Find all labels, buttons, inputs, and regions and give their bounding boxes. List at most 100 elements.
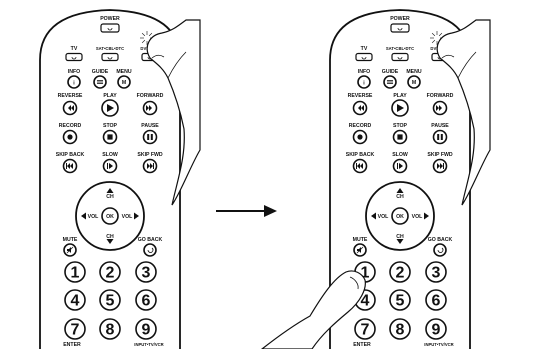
power-button[interactable] <box>390 23 410 33</box>
play-label: PLAY <box>103 93 117 99</box>
ch-up-label: CH <box>106 194 114 200</box>
digit-8-button[interactable]: 8 <box>99 318 121 340</box>
forward-button[interactable] <box>142 100 158 116</box>
tv-label: TV <box>361 46 368 52</box>
pause-button[interactable] <box>432 129 448 145</box>
reverse-button[interactable] <box>62 100 78 116</box>
play-label: PLAY <box>393 93 407 99</box>
digit-2-label: 2 <box>106 265 115 282</box>
menu-button[interactable]: M <box>407 75 421 89</box>
ch-up-icon[interactable] <box>106 188 114 193</box>
mute-label: MUTE <box>63 237 78 243</box>
ok-button[interactable]: OK <box>101 207 119 225</box>
ch-down-icon[interactable] <box>106 239 114 244</box>
go-back-label: GO BACK <box>138 237 163 243</box>
digit-8-label: 8 <box>396 322 405 339</box>
vol-up-icon[interactable] <box>134 212 139 220</box>
digit-7-label: 7 <box>361 322 370 339</box>
digit-5-button[interactable]: 5 <box>389 289 411 311</box>
svg-text:M: M <box>122 80 126 86</box>
ch-up-icon[interactable] <box>396 188 404 193</box>
vol-up-label: VOL <box>122 214 133 220</box>
tv-button[interactable] <box>355 52 373 62</box>
slow-button[interactable] <box>392 158 408 174</box>
enter-label: ENTER <box>63 342 81 348</box>
record-label: RECORD <box>59 123 82 129</box>
vol-up-icon[interactable] <box>424 212 429 220</box>
sat-label: SAT•CBL•DTC <box>96 46 124 51</box>
digit-5-button[interactable]: 5 <box>99 289 121 311</box>
digit-1-button[interactable]: 1 <box>64 261 86 283</box>
skip-back-button[interactable] <box>352 158 368 174</box>
digit-1-label: 1 <box>361 265 370 282</box>
digit-5-label: 5 <box>106 293 115 310</box>
power-label: POWER <box>100 16 120 22</box>
input-label: INPUT•TV/VCR <box>424 342 453 347</box>
go-back-button[interactable] <box>433 243 447 257</box>
slow-label: SLOW <box>392 152 408 158</box>
reverse-label: REVERSE <box>348 93 373 99</box>
vol-down-icon[interactable] <box>81 212 86 220</box>
svg-text:i: i <box>363 81 365 87</box>
digit-6-button[interactable]: 6 <box>135 289 157 311</box>
svg-text:i: i <box>73 81 75 87</box>
reverse-button[interactable] <box>352 100 368 116</box>
digit-6-button[interactable]: 6 <box>425 289 447 311</box>
power-button[interactable] <box>100 23 120 33</box>
ch-down-label: CH <box>396 234 404 240</box>
mute-button[interactable] <box>63 243 77 257</box>
record-label: RECORD <box>349 123 372 129</box>
tv-button[interactable] <box>65 52 83 62</box>
digit-3-label: 3 <box>432 265 441 282</box>
digit-2-button[interactable]: 2 <box>389 261 411 283</box>
digit-7-button[interactable]: 7 <box>354 318 376 340</box>
guide-label: GUIDE <box>92 69 109 75</box>
go-back-button[interactable] <box>143 243 157 257</box>
remote-after: POWERTVSAT•CBL•DTCDVD•VCRINFOGUIDEMENUiM… <box>261 9 491 349</box>
digit-7-button[interactable]: 7 <box>64 318 86 340</box>
ok-button[interactable]: OK <box>391 207 409 225</box>
info-button[interactable]: i <box>67 75 81 89</box>
digit-9-label: 9 <box>142 322 151 339</box>
vol-down-icon[interactable] <box>371 212 376 220</box>
digit-9-button[interactable]: 9 <box>425 318 447 340</box>
guide-button[interactable] <box>383 75 397 89</box>
skip-fwd-label: SKIP FWD <box>137 152 163 158</box>
pause-label: PAUSE <box>431 123 449 129</box>
digit-8-button[interactable]: 8 <box>389 318 411 340</box>
slow-button[interactable] <box>102 158 118 174</box>
stop-button[interactable] <box>102 129 118 145</box>
go-back-label: GO BACK <box>428 237 453 243</box>
digit-4-button[interactable]: 4 <box>64 289 86 311</box>
pause-label: PAUSE <box>141 123 159 129</box>
skip-back-button[interactable] <box>62 158 78 174</box>
menu-button[interactable]: M <box>117 75 131 89</box>
play-button[interactable] <box>101 99 119 117</box>
indicator-flash-icon <box>140 31 154 45</box>
enter-label: ENTER <box>353 342 371 348</box>
play-button[interactable] <box>391 99 409 117</box>
digit-3-button[interactable]: 3 <box>135 261 157 283</box>
remote-before: POWERTVSAT•CBL•DTCDVD•VCRINFOGUIDEMENUiM… <box>39 9 201 349</box>
digit-9-button[interactable]: 9 <box>135 318 157 340</box>
info-label: INFO <box>68 69 80 75</box>
ch-down-icon[interactable] <box>396 239 404 244</box>
record-button[interactable] <box>352 129 368 145</box>
forward-button[interactable] <box>432 100 448 116</box>
skip-fwd-button[interactable] <box>432 158 448 174</box>
record-button[interactable] <box>62 129 78 145</box>
guide-button[interactable] <box>93 75 107 89</box>
digit-3-label: 3 <box>142 265 151 282</box>
stop-button[interactable] <box>392 129 408 145</box>
skip-fwd-button[interactable] <box>142 158 158 174</box>
pause-button[interactable] <box>142 129 158 145</box>
mute-button[interactable] <box>353 243 367 257</box>
digit-8-label: 8 <box>106 322 115 339</box>
guide-label: GUIDE <box>382 69 399 75</box>
info-button[interactable]: i <box>357 75 371 89</box>
stop-label: STOP <box>103 123 118 129</box>
sat-button[interactable] <box>391 52 409 62</box>
digit-3-button[interactable]: 3 <box>425 261 447 283</box>
digit-2-button[interactable]: 2 <box>99 261 121 283</box>
sat-button[interactable] <box>101 52 119 62</box>
